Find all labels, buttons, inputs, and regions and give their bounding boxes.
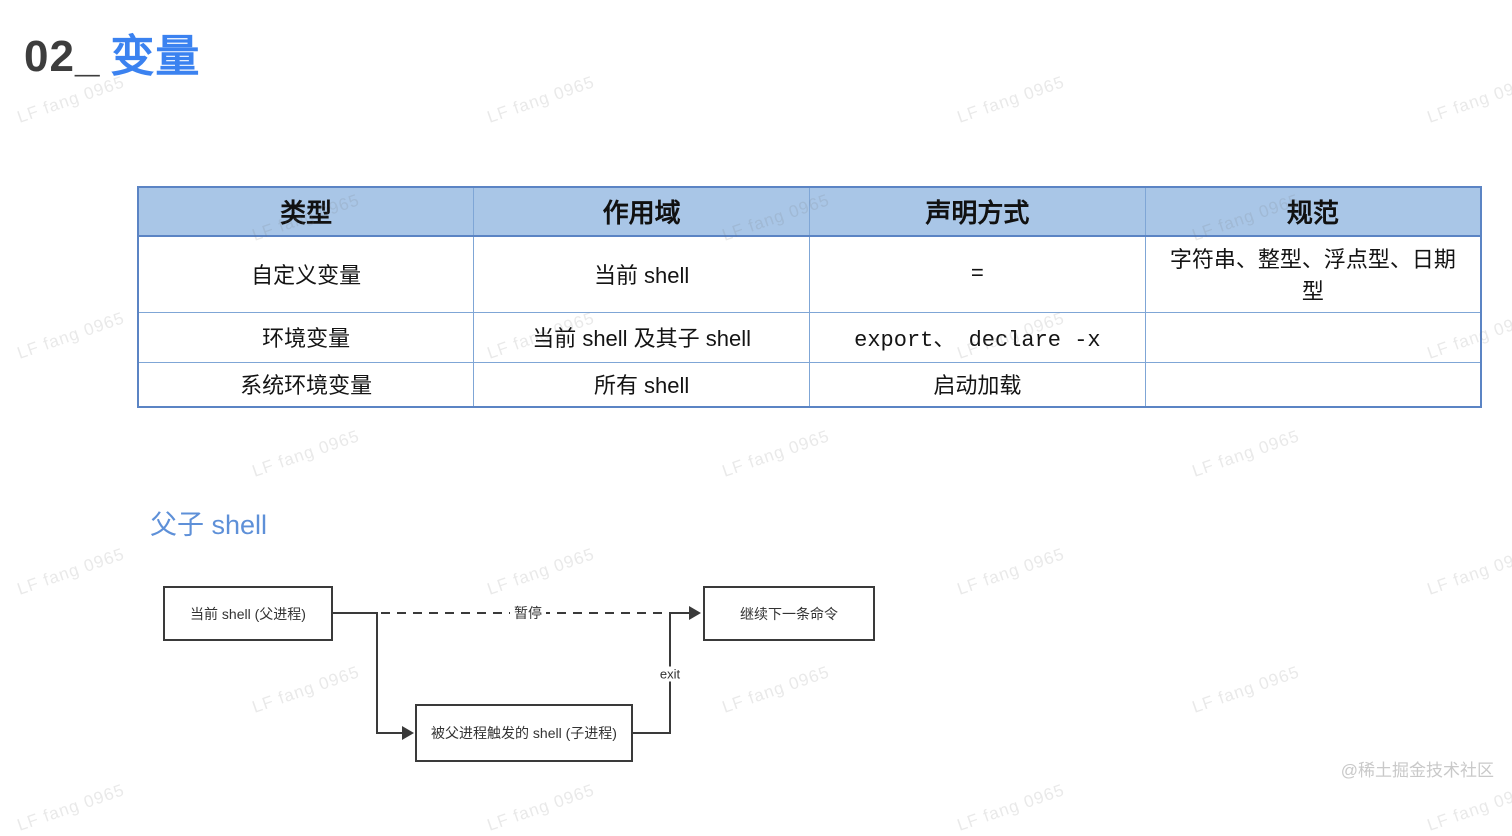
watermark-text: LF fang 0965: [249, 662, 363, 717]
watermark-text: LF fang 0965: [1424, 544, 1512, 599]
cell-scope: 当前 shell 及其子 shell: [473, 311, 810, 363]
watermark-text: LF fang 0965: [484, 780, 598, 835]
watermark-text: LF fang 0965: [249, 426, 363, 481]
watermark-text: LF fang 0965: [1189, 426, 1303, 481]
title-topic: 变量: [110, 32, 201, 81]
cell-scope: 当前 shell: [473, 235, 810, 313]
table-row-environment-variable: 环境变量 当前 shell 及其子 shell export、 declare …: [137, 311, 1482, 363]
arrowhead-into-child-box: [402, 726, 414, 740]
watermark-text: LF fang 0965: [1424, 780, 1512, 835]
title-number: 02_: [24, 32, 101, 81]
table-header-row: 类型 作用域 声明方式 规范: [137, 186, 1482, 237]
cell-spec: [1144, 361, 1482, 408]
diagram-box-parent-shell: 当前 shell (父进程): [163, 586, 333, 641]
cell-spec: 字符串、整型、浮点型、日期型: [1144, 235, 1482, 313]
watermark-text: LF fang 0965: [14, 780, 128, 835]
section-heading-parent-child-shell: 父子 shell: [150, 510, 268, 540]
watermark-text: LF fang 0965: [1424, 72, 1512, 127]
parent-to-child-connector: [333, 612, 402, 734]
table-row-system-environment-variable: 系统环境变量 所有 shell 启动加载: [137, 361, 1482, 408]
watermark-text: LF fang 0965: [719, 662, 833, 717]
watermark-text: LF fang 0965: [954, 544, 1068, 599]
watermark-text: LF fang 0965: [954, 72, 1068, 127]
diagram-box-continue-next-command: 继续下一条命令: [703, 586, 875, 641]
column-header-declaration: 声明方式: [809, 186, 1146, 237]
table-row-custom-variable: 自定义变量 当前 shell = 字符串、整型、浮点型、日期型: [137, 235, 1482, 313]
cell-type: 环境变量: [137, 311, 475, 363]
cell-declaration: 启动加载: [809, 361, 1146, 408]
cell-declaration: export、 declare -x: [809, 311, 1146, 363]
cell-type: 自定义变量: [137, 235, 475, 313]
page-title: 02_变量: [24, 20, 200, 84]
arrowhead-into-continue-box: [689, 606, 701, 620]
watermark-text: LF fang 0965: [484, 72, 598, 127]
diagram-label-exit: exit: [655, 666, 685, 682]
watermark-text: LF fang 0965: [954, 780, 1068, 835]
cell-spec: [1144, 311, 1482, 363]
diagram-label-pause: 暂停: [510, 603, 546, 623]
watermark-text: LF fang 0965: [14, 544, 128, 599]
slide-page: 02_变量 类型 作用域 声明方式 规范 自定义变量 当前 shell = 字符…: [14, 20, 1512, 835]
watermark-text: LF fang 0965: [14, 308, 128, 363]
cell-scope: 所有 shell: [473, 361, 810, 408]
watermark-text: LF fang 0965: [1189, 662, 1303, 717]
column-header-scope: 作用域: [473, 186, 810, 237]
cell-declaration: =: [809, 235, 1146, 313]
watermark-text: LF fang 0965: [719, 426, 833, 481]
column-header-type: 类型: [137, 186, 475, 237]
credit-watermark: @稀土掘金技术社区: [1340, 761, 1494, 780]
column-header-spec: 规范: [1144, 186, 1482, 237]
diagram-box-child-shell: 被父进程触发的 shell (子进程): [415, 704, 633, 762]
variables-table: 类型 作用域 声明方式 规范 自定义变量 当前 shell = 字符串、整型、浮…: [137, 186, 1482, 408]
cell-type: 系统环境变量: [137, 361, 475, 408]
watermark-text: LF fang 0965: [484, 544, 598, 599]
